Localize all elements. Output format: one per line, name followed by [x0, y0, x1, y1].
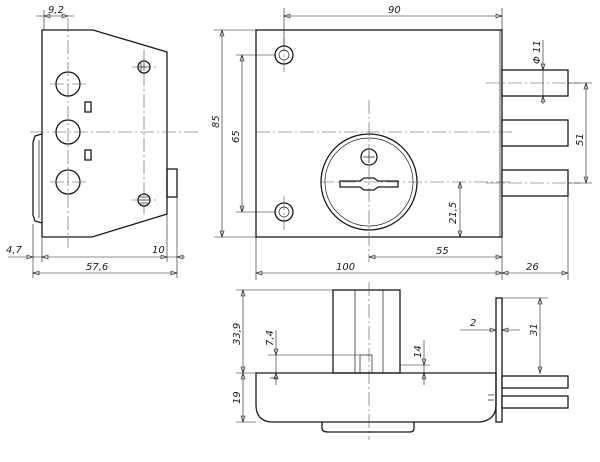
front-view-keyhole — [339, 177, 399, 191]
side-view-slot — [84, 101, 92, 113]
side-view-slot — [84, 149, 92, 161]
bottom-view-bolt — [501, 375, 569, 389]
dim-keyhole-height: 21,5 — [448, 202, 459, 224]
front-view-bolts — [501, 69, 569, 197]
bottom-view-base — [255, 372, 497, 423]
dim-bottom-step: 7,4 — [265, 330, 276, 346]
bottom-view-cylinder — [332, 289, 401, 374]
dim-bottom-plate-height: 31 — [529, 323, 540, 336]
dim-bolt-length: 26 — [526, 262, 539, 273]
dim-bottom-plate: 2 — [470, 318, 476, 329]
dim-front-height: 85 — [211, 115, 222, 128]
dim-side-top-width: 9,2 — [48, 5, 64, 16]
dim-keyhole-offset: 55 — [436, 246, 449, 257]
side-view-front-plate — [32, 133, 43, 224]
dim-bottom-slot: 14 — [413, 345, 424, 358]
dim-bolt-diameter: Φ 11 — [532, 40, 543, 64]
dim-side-bolt-width: 10 — [152, 245, 165, 256]
bottom-view-side-plate — [495, 297, 503, 423]
dim-side-offset-left: 4,7 — [6, 245, 23, 256]
side-view-bolt-stub — [166, 168, 178, 198]
dim-front-width-bottom: 100 — [336, 262, 355, 273]
dim-front-screw-spacing: 65 — [231, 130, 242, 143]
front-view-case — [255, 29, 503, 238]
dim-front-width-top: 90 — [388, 5, 401, 16]
dim-bolt-span: 51 — [575, 133, 586, 146]
side-view-outline — [41, 29, 168, 238]
dim-bottom-height-top: 33,9 — [232, 323, 243, 345]
front-view: 90 85 65 Φ 11 51 21,5 55 — [211, 5, 592, 280]
bottom-view-bolt — [501, 395, 569, 409]
side-view: 9,2 4,7 10 57,6 — [6, 5, 200, 278]
dim-bottom-base-height: 19 — [232, 391, 243, 404]
dim-side-total-width: 57,6 — [86, 262, 108, 273]
bottom-view: 33,9 19 7,4 14 2 31 — [232, 282, 569, 440]
